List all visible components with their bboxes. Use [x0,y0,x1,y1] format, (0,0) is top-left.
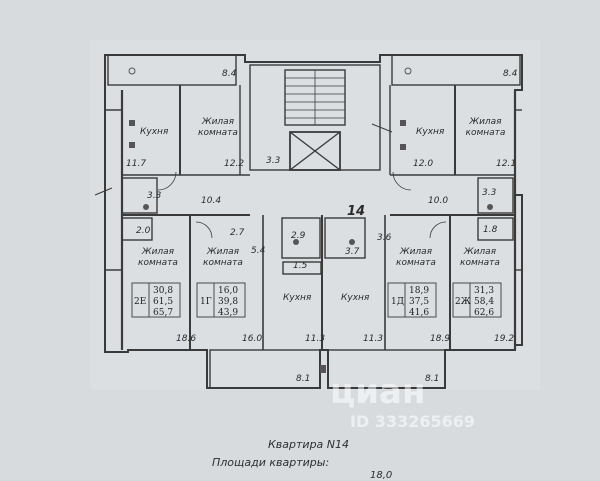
area-label: 2.9 [291,231,306,241]
flat-value: 61,5 [153,297,173,307]
living-room-labels: Жилая комната Жилая комната Жилая комнат… [138,117,506,268]
living-room-label: Жилая комната [460,247,500,268]
flat-code: 2Е [134,297,146,307]
kitchen-label: Кухня [283,293,312,303]
caption-partial: 18,0 [370,470,393,481]
area-label: 10.0 [428,196,448,206]
living-room-label: Жилая комната [138,247,178,268]
kitchen-label: Кухня [140,127,169,137]
living-room-label: Жилая комната [198,117,238,138]
living-room-label: Жилая комната [396,247,436,268]
area-label: 3.3 [482,188,497,198]
area-label: 11.7 [126,159,146,169]
walls [94,54,523,389]
watermark-logo: циан [330,372,426,412]
area-label: 12.1 [496,159,516,169]
area-label: 16.0 [242,334,262,344]
flat-code: 2Ж [455,297,471,307]
living-room-label: Жилая комната [465,117,506,138]
flat-table-2e: 2Е 30,8 61,5 65,7 [134,286,173,318]
flat-code: 1Д [391,297,404,307]
area-label: 8.1 [296,374,310,384]
flat-table-1g: 1Г 16,0 39,8 43,9 [200,286,238,318]
flat-value: 58,4 [474,297,494,307]
flat-table-1d: 1Д 18,9 37,5 41,6 [391,286,429,318]
area-label: 10.4 [201,196,221,206]
flat-value: 18,9 [409,286,429,296]
area-label: 1.5 [293,261,308,271]
flat-value: 41,6 [409,308,429,318]
flat-value: 31,3 [474,286,494,296]
area-label: 18.9 [430,334,450,344]
area-label: 2.0 [136,226,151,236]
area-label: 3.7 [345,247,360,257]
flat-value: 16,0 [218,286,238,296]
flat-code: 1Г [200,297,212,307]
area-label: 18.6 [176,334,196,344]
area-label: 8.4 [222,69,237,79]
kitchen-label: Кухня [341,293,370,303]
flat-marker: 14 [347,204,365,219]
area-label: 3.3 [147,191,162,201]
flat-value: 39,8 [218,297,238,307]
flat-value: 43,9 [218,308,238,318]
area-label: 1.8 [483,225,498,235]
area-label: 2.7 [230,228,245,238]
fixtures [128,67,493,373]
area-label: 11.3 [363,334,383,344]
area-label: 11.3 [305,334,325,344]
area-label: 12.2 [224,159,244,169]
flat-value: 65,7 [153,308,173,318]
caption-title: Квартира N14 [268,438,350,451]
area-label: 3.6 [377,233,392,243]
kitchen-label: Кухня [416,127,445,137]
flat-value: 37,5 [409,297,429,307]
flat-table-2zh: 2Ж 31,3 58,4 62,6 [455,286,494,318]
area-label: 5.4 [251,246,266,256]
living-room-label: Жилая комната [203,247,243,268]
area-label: 12.0 [413,159,433,169]
area-label: 8.1 [425,374,439,384]
flat-value: 30,8 [153,286,173,296]
area-label: 19.2 [494,334,514,344]
area-label: 8.4 [503,69,518,79]
area-label: 3.3 [266,156,281,166]
flat-value: 62,6 [474,308,494,318]
area-labels: 8.4 8.4 11.7 12.2 3.3 12.0 12.1 3.3 10.4… [126,69,518,384]
caption-subtitle: Площади квартиры: [212,456,330,469]
watermark-id: ID 333265669 [350,412,475,431]
